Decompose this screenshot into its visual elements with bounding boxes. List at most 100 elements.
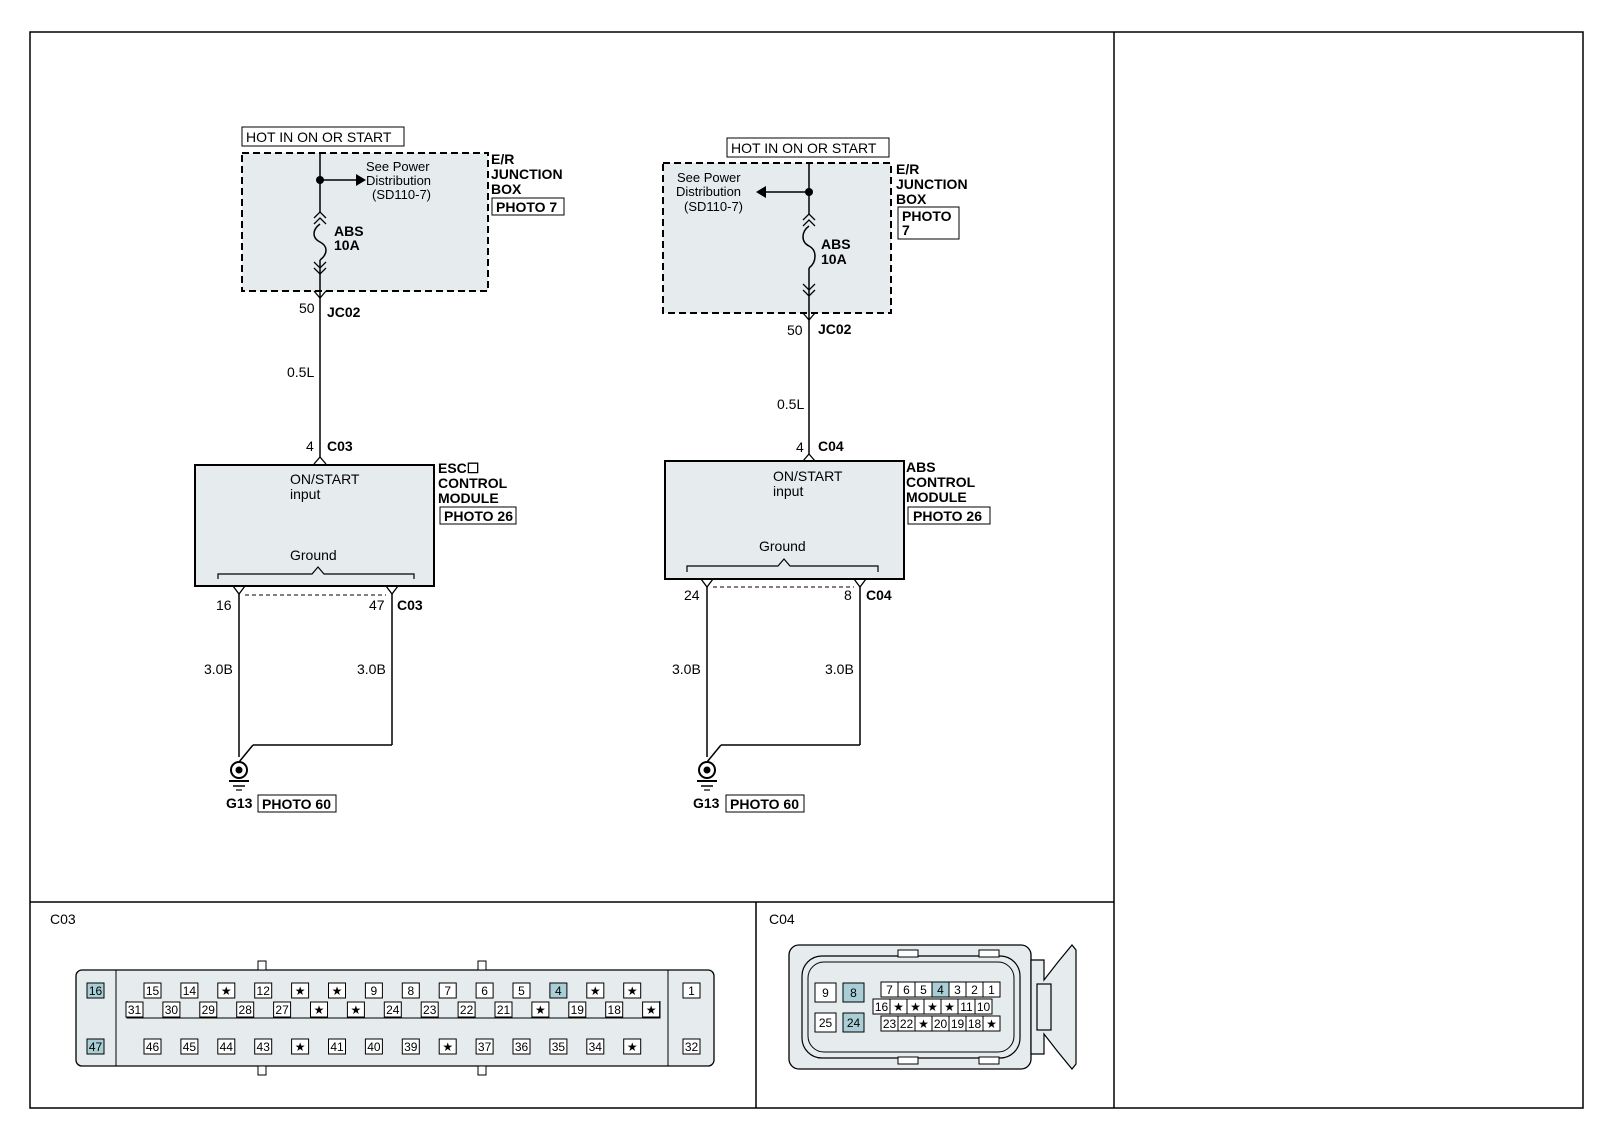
c04-pin-3-mid: ★ [927,1000,938,1014]
right-wire-b: 3.0B [825,661,854,677]
c03-pin-6-top: 9 [371,984,378,998]
left-gnd-photo: PHOTO 60 [262,796,331,812]
c03-pin-2-bottom-box [217,1038,236,1055]
c03-pin-4-bottom-box [291,1038,310,1055]
c04-pin-big-0-box [814,982,837,1003]
left-fuse-name: ABS [334,223,364,239]
c04-pin-big-2-box [814,1012,837,1033]
c04-pin-big-2: 25 [819,1016,833,1030]
left-jc-conn: JC02 [327,304,361,320]
right-jb-photo-box [897,206,960,240]
right-jc-pin: 50 [787,322,803,338]
right-ground-label: Ground [759,538,806,554]
left-mod-photo: PHOTO 26 [444,508,513,524]
left-gnd-conn: C03 [397,597,423,613]
c03-pin-5-bottom-box [328,1038,346,1055]
right-mod-name-3: MODULE [906,489,967,505]
left-ground-icon [229,761,249,791]
right-on-start-2: input [773,483,803,499]
c03-pin-4-mid-box [273,1001,292,1018]
right-wire-top: 0.5L [777,396,804,412]
left-fuse-top-chevrons [313,211,327,225]
c04-pin-2-third: ★ [918,1017,929,1031]
c03-pin-12-top: ★ [590,984,601,998]
frame [29,31,1584,1109]
c03-pin-4-top-box [291,982,310,999]
c03-pin-3-bottom: 43 [257,1040,271,1054]
c03-pin-10-bottom: 36 [515,1040,529,1054]
c03-pin-6-mid: ★ [351,1003,362,1017]
right-see-power-2: Distribution [676,184,741,199]
left-jb-name-2: JUNCTION [491,166,563,182]
left-mod-photo-box [439,506,517,525]
c03-pin-6-bottom: 40 [367,1040,381,1054]
c03-pin-3-top: 12 [257,984,271,998]
c04-pin-1-third: 22 [900,1017,914,1031]
c04-pin-4-mid: ★ [944,1000,955,1014]
c04-pin-0-top: 7 [886,983,893,997]
left-ground-bracket [217,566,415,579]
left-mod-name-3: MODULE [438,490,499,506]
left-gnd-name: G13 [226,795,253,811]
c03-pin-1-mid-box [162,1001,181,1018]
left-circuit: HOT IN ON OR START E/R JUNCTION BOX PHOT… [194,126,565,813]
right-ground-bracket [686,558,879,572]
right-mod-conn: C04 [818,438,844,454]
left-wire-top: 0.5L [287,364,314,380]
c03-pin-10-bottom-box [512,1038,531,1055]
right-jb-photo-1: PHOTO [902,208,952,224]
c03-title: C03 [50,911,76,927]
c03-pin-0-mid-box [125,1001,144,1018]
c03-pin-10-mid: 21 [497,1003,511,1017]
c03-pin-13-bottom: ★ [627,1040,638,1054]
c03-pin-9-bottom-box [475,1038,494,1055]
c03-pin-11-top: 4 [555,984,562,998]
right-mod-photo-box [907,506,991,525]
c03-pin-3-mid-box [236,1001,255,1018]
right-mod-name-2: CONTROL [906,474,976,490]
left-fuse-rating: 10A [334,237,360,253]
c03-pin-12-bottom: 34 [589,1040,603,1054]
c03-pin-9-mid: 22 [460,1003,474,1017]
c03-pin-0-mid: 31 [128,1003,142,1017]
right-fuse-top-chevrons [802,213,816,227]
c03-pin-11-mid: ★ [535,1003,546,1017]
left-mod-name-2: CONTROL [438,475,508,491]
c03-pin-11-mid-box [531,1001,550,1018]
c03-pin-right-top-box [682,982,701,999]
c03-pin-right-top: 1 [688,984,695,998]
c04-pin-1-mid: ★ [893,1000,904,1014]
c03-pin-left-top: 16 [89,984,103,998]
left-gnd-pin-b: 47 [369,597,385,613]
left-mod-pin: 4 [306,438,314,454]
c03-pin-8-top-box [438,982,457,999]
c03-pin-6-mid-box [346,1001,365,1018]
c03-pin-3-mid: 28 [239,1003,253,1017]
right-gnd-conn: C04 [866,587,892,603]
c03-pin-left-bottom: 47 [89,1040,103,1054]
right-jb-name-2: JUNCTION [896,176,968,192]
right-junction-box [662,162,892,314]
c04-pin-6-top-box [982,981,1001,998]
right-mod-name-1: ABS [906,459,936,475]
left-jb-photo-box [491,197,565,216]
c03-pin-2-mid-box [199,1001,218,1018]
left-arrow-right [356,174,366,186]
c03-pin-4-bottom: ★ [295,1040,306,1054]
c03-pin-11-top-box [549,982,568,999]
left-wire-a: 3.0B [204,661,233,677]
left-jb-name-1: E/R [491,151,514,167]
right-circuit: HOT IN ON OR START E/R JUNCTION BOX PHOT… [662,137,991,813]
right-hot-label: HOT IN ON OR START [731,140,877,156]
c03-pin-5-mid-box [310,1001,328,1018]
c03-pin-2-mid: 29 [202,1003,216,1017]
c03-pin-13-top: ★ [627,984,638,998]
c03-pin-right-bottom: 32 [685,1040,699,1054]
c04-side-lock [1030,944,1077,1070]
c04-pin-6-mid-box [974,998,993,1015]
c04-pin-0-mid: 16 [875,1000,889,1014]
c03-pin-6-bottom-box [364,1038,383,1055]
